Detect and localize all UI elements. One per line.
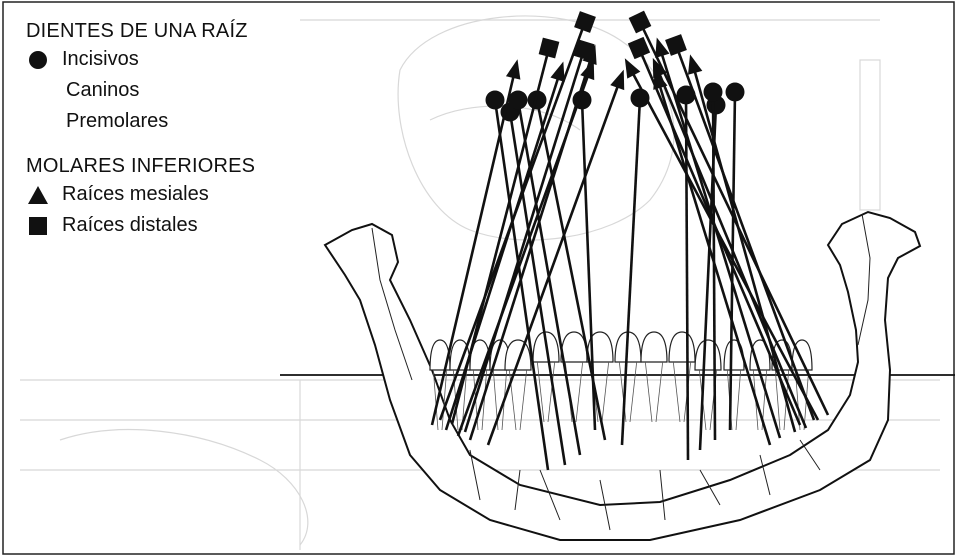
mesial-root-marker bbox=[688, 54, 702, 74]
legend-label-premolares: Premolares bbox=[66, 106, 168, 137]
circle-icon bbox=[26, 48, 50, 72]
legend-title-single-root: DIENTES DE UNA RAÍZ bbox=[26, 18, 255, 44]
distal-root-marker bbox=[628, 37, 650, 59]
root-axis-line bbox=[622, 98, 640, 445]
distal-root-marker bbox=[574, 11, 596, 33]
legend-label-caninos: Caninos bbox=[66, 75, 139, 106]
mesial-root-marker bbox=[550, 62, 564, 82]
distal-root-marker bbox=[629, 11, 652, 34]
single-root-marker bbox=[486, 91, 505, 110]
triangle-icon bbox=[26, 183, 50, 207]
mesial-root-marker bbox=[610, 70, 624, 90]
tooth-crown bbox=[641, 332, 667, 362]
tooth-crown bbox=[695, 340, 721, 370]
legend-label-distal: Raíces distales bbox=[62, 210, 198, 241]
tooth-root-outline bbox=[619, 362, 636, 422]
legend-item-incisivos: Incisivos bbox=[26, 44, 255, 75]
single-root-marker bbox=[726, 83, 745, 102]
single-root-marker bbox=[509, 91, 528, 110]
legend: DIENTES DE UNA RAÍZ Incisivos Caninos Pr… bbox=[26, 18, 255, 241]
legend-label-mesial: Raíces mesiales bbox=[62, 179, 209, 210]
square-icon bbox=[26, 214, 50, 238]
mesial-root-marker bbox=[625, 58, 641, 78]
legend-title-molars: MOLARES INFERIORES bbox=[26, 153, 255, 179]
mandible-outline bbox=[325, 212, 920, 540]
legend-label-incisivos: Incisivos bbox=[62, 44, 139, 75]
mesial-root-marker bbox=[506, 59, 520, 79]
legend-item-premolares: Premolares bbox=[66, 106, 255, 137]
distal-root-marker bbox=[539, 38, 560, 59]
root-axis-line bbox=[686, 95, 688, 460]
legend-item-caninos: Caninos bbox=[66, 75, 255, 106]
legend-item-mesial: Raíces mesiales bbox=[26, 179, 255, 210]
legend-item-distal: Raíces distales bbox=[26, 210, 255, 241]
root-axes bbox=[432, 11, 828, 470]
tooth-crown bbox=[724, 340, 744, 370]
tooth-root-outline bbox=[645, 362, 662, 422]
single-root-marker bbox=[704, 83, 723, 102]
tooth-crown bbox=[669, 332, 695, 362]
teeth-row bbox=[430, 332, 812, 430]
